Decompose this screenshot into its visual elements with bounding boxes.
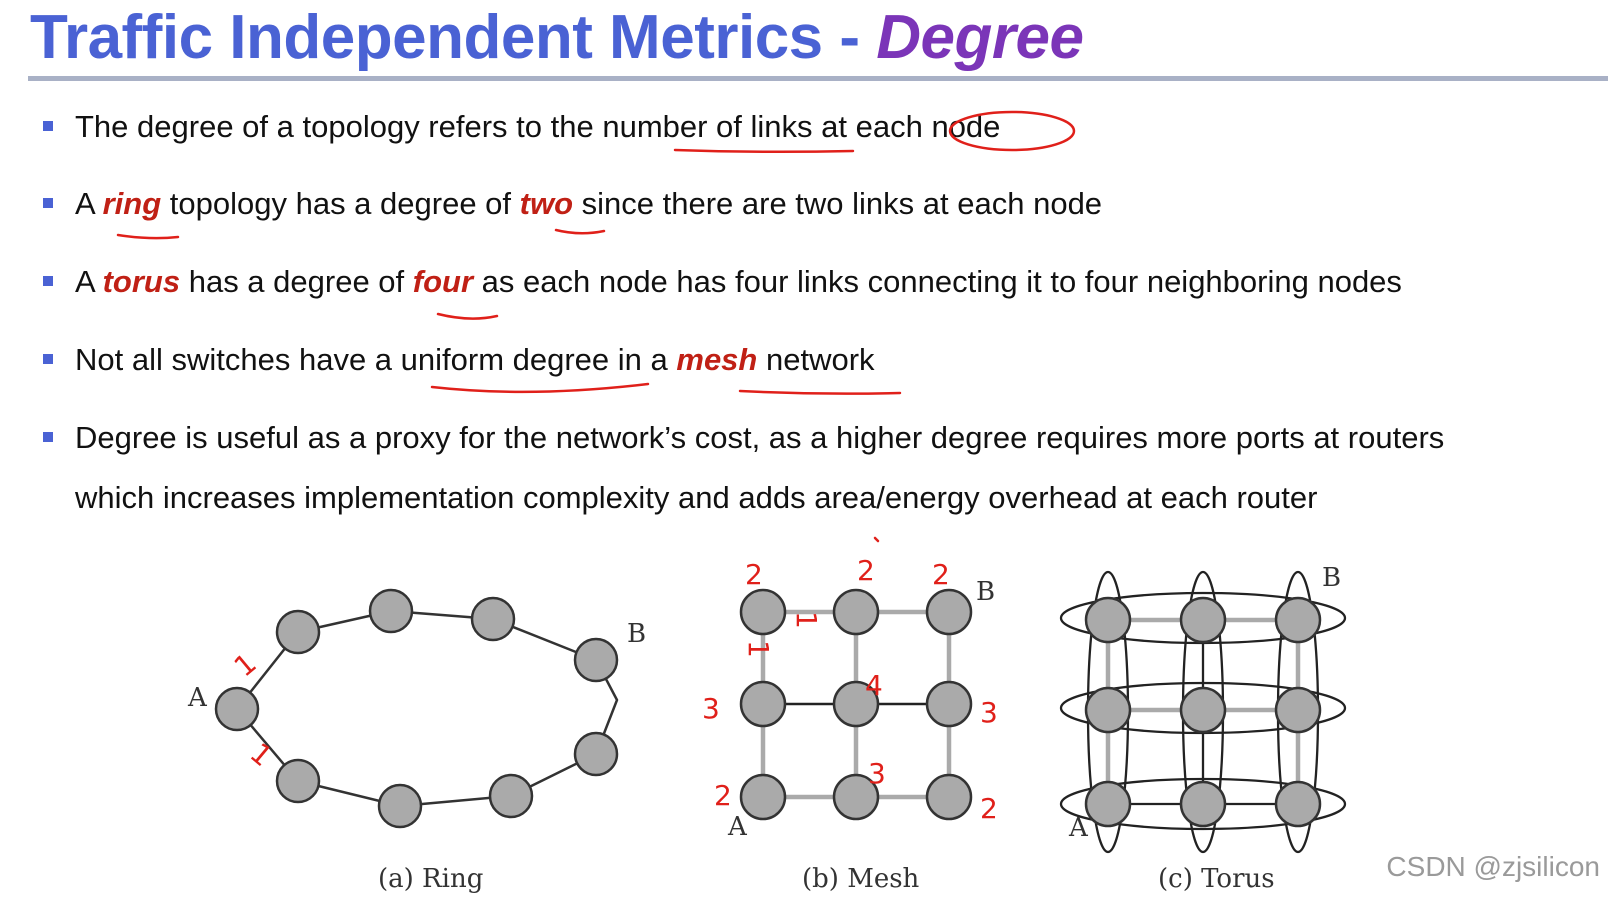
- mesh-node: [739, 588, 787, 636]
- bullet-text: Degree is useful as a proxy for the netw…: [75, 420, 1445, 455]
- mesh-label-b: B: [976, 577, 995, 607]
- bullet-text: topology has a degree of: [161, 186, 520, 221]
- underline-ring: [116, 233, 180, 240]
- mesh-node: [832, 680, 880, 728]
- mesh-degree-mark: 2: [745, 558, 763, 591]
- underline-two: [554, 228, 606, 235]
- ring-node: [377, 783, 423, 829]
- mesh-degree-mark: 3: [702, 692, 720, 725]
- ring-node-a: [214, 686, 260, 732]
- ring-node: [275, 758, 321, 804]
- mesh-degree-mark: 2: [857, 554, 875, 587]
- bullet-square-icon: [43, 354, 53, 364]
- torus-node: [1084, 686, 1132, 734]
- ring-node: [470, 596, 516, 642]
- bullet-text: A: [75, 264, 103, 299]
- ring-figure: A B 1 1 (a) Ring: [187, 588, 646, 894]
- text-annotations: [116, 110, 1076, 543]
- ring-node-b: [573, 637, 619, 683]
- ring-node: [368, 588, 414, 634]
- mesh-figure: A B 2 2 2 1 1 3 4 3 2 3 2 (b) Mesh: [702, 554, 998, 894]
- keyword-torus: torus: [102, 264, 181, 299]
- bullet-text: network: [757, 342, 875, 377]
- bullet-text: which increases implementation complexit…: [75, 480, 1318, 515]
- ring-handwritten-mark: 1: [244, 736, 279, 773]
- bullet-square-icon: [43, 198, 53, 208]
- mesh-degree-mark: 1: [790, 611, 823, 629]
- bullet-text: Not all switches have a uniform degree i…: [75, 342, 677, 377]
- mesh-node: [925, 773, 973, 821]
- ring-node: [573, 731, 619, 777]
- mesh-degree-mark: 2: [980, 792, 998, 825]
- watermark: CSDN @zjsilicon: [1386, 851, 1600, 882]
- ring-label-a: A: [187, 683, 208, 713]
- bullet-square-icon: [43, 121, 53, 131]
- torus-node: [1274, 780, 1322, 828]
- underline-four: [436, 312, 499, 320]
- mesh-node: [832, 773, 880, 821]
- bullet-item: The degree of a topology refers to the n…: [43, 97, 1595, 157]
- torus-label-b: B: [1322, 563, 1341, 593]
- bullet-text: has a degree of: [180, 264, 413, 299]
- torus-node: [1179, 596, 1227, 644]
- ring-caption: (a) Ring: [378, 864, 483, 894]
- bullet-item: A torus has a degree of four as each nod…: [43, 252, 1595, 312]
- title-divider: [28, 76, 1608, 81]
- ring-node: [488, 773, 534, 819]
- mesh-node: [925, 680, 973, 728]
- mesh-node-b: [925, 588, 973, 636]
- bullet-text: since there are two links at each node: [573, 186, 1103, 221]
- stray-mark: [873, 536, 880, 543]
- ring-node: [275, 609, 321, 655]
- underline-number-of-links: [673, 148, 855, 154]
- torus-node: [1274, 686, 1322, 734]
- bullet-item: A ring topology has a degree of two sinc…: [43, 174, 1595, 234]
- torus-figure: A B (c) Torus: [1059, 563, 1347, 894]
- bullet-text: A: [75, 186, 103, 221]
- circle-each-node: [948, 110, 1076, 152]
- bullet-list: The degree of a topology refers to the n…: [43, 97, 1595, 528]
- mesh-label-a: A: [727, 812, 748, 842]
- title-accent: Degree: [876, 3, 1084, 72]
- bullet-text: as each node has four links connecting i…: [473, 264, 1402, 299]
- keyword-two: two: [519, 186, 574, 221]
- torus-node-b: [1274, 596, 1322, 644]
- bullet-square-icon: [43, 432, 53, 442]
- torus-node-a: [1084, 780, 1132, 828]
- keyword-mesh: mesh: [676, 342, 758, 377]
- mesh-node: [832, 588, 880, 636]
- ring-label-b: B: [627, 619, 646, 649]
- mesh-degree-mark: 3: [868, 757, 886, 790]
- mesh-degree-mark: 2: [932, 558, 950, 591]
- bullet-text: The degree of a topology refers to the n…: [75, 109, 1001, 144]
- mesh-node-a: [739, 773, 787, 821]
- mesh-node: [739, 680, 787, 728]
- bullet-item: Degree is useful as a proxy for the netw…: [43, 408, 1595, 528]
- underline-uniform-degree: [430, 382, 650, 394]
- mesh-degree-mark: 3: [980, 696, 998, 729]
- torus-label-a: A: [1068, 813, 1089, 843]
- title-main: Traffic Independent Metrics -: [30, 3, 877, 72]
- bullet-item: Not all switches have a uniform degree i…: [43, 330, 1595, 390]
- mesh-caption: (b) Mesh: [802, 864, 920, 894]
- torus-node: [1179, 686, 1227, 734]
- keyword-four: four: [412, 264, 474, 299]
- page-title: Traffic Independent Metrics - Degree: [30, 2, 1084, 73]
- keyword-ring: ring: [102, 186, 162, 221]
- mesh-degree-mark: 1: [742, 640, 775, 658]
- mesh-degree-mark: 4: [865, 669, 883, 702]
- torus-node: [1179, 780, 1227, 828]
- mesh-degree-mark: 2: [714, 779, 732, 812]
- underline-mesh-network: [738, 389, 902, 395]
- torus-caption: (c) Torus: [1158, 864, 1275, 894]
- ring-links: [235, 609, 619, 808]
- bullet-square-icon: [43, 276, 53, 286]
- torus-node: [1084, 596, 1132, 644]
- ring-handwritten-mark: 1: [228, 647, 263, 684]
